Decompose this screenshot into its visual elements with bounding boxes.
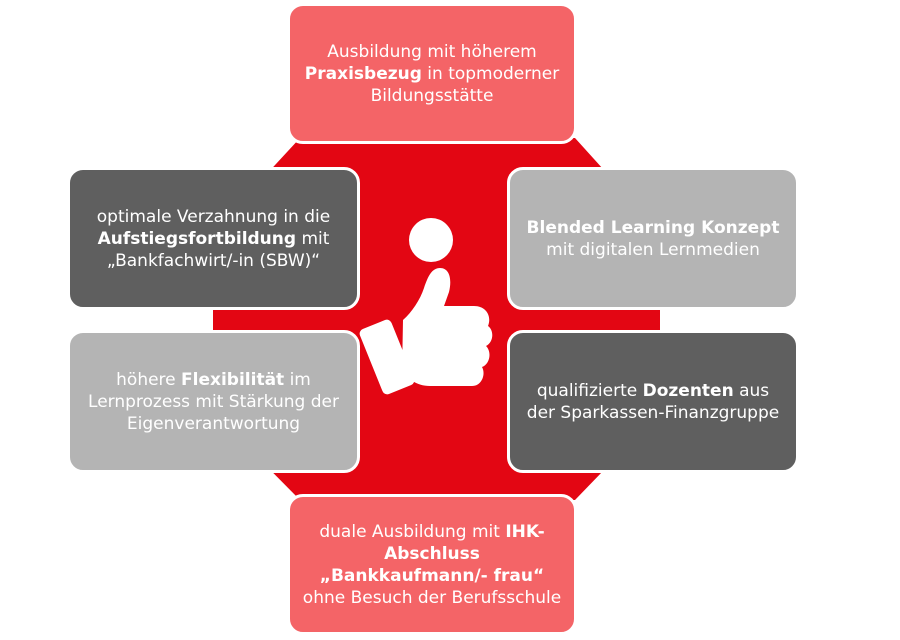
text-part: höhere bbox=[116, 369, 182, 390]
bold-keyword: Blended Learning Konzept bbox=[526, 217, 780, 238]
benefit-text-aufstiegsfortbildung: optimale Verzahnung in die Aufstiegsfort… bbox=[82, 206, 345, 272]
thumbs-up-icon bbox=[359, 218, 493, 395]
benefit-text-ihk-abschluss: duale Ausbildung mit IHK-Abschluss „Bank… bbox=[302, 521, 562, 609]
text-part: optimale Verzahnung in die bbox=[96, 206, 331, 227]
thumbs-up-icon-hand bbox=[402, 268, 493, 386]
text-part: mit „Bankfachwirt/-in (SBW)“ bbox=[106, 228, 330, 271]
benefit-text-flexibilitaet: höhere Flexibilität im Lernprozess mit S… bbox=[82, 369, 345, 435]
benefit-text-dozenten: qualifizierte Dozenten aus der Sparkasse… bbox=[522, 380, 784, 424]
benefit-box-flexibilitaet: höhere Flexibilität im Lernprozess mit S… bbox=[67, 330, 360, 473]
bold-keyword: Praxisbezug bbox=[304, 63, 422, 84]
text-part: ohne Besuch der Berufsschule bbox=[302, 587, 562, 608]
benefit-text-blended-learning: Blended Learning Konzept mit digitalen L… bbox=[522, 217, 784, 261]
benefit-box-praxisbezug: Ausbildung mit höherem Praxisbezug in to… bbox=[287, 3, 577, 144]
bold-keyword: Dozenten bbox=[642, 380, 734, 401]
text-part: in topmoderner Bildungsstätte bbox=[370, 63, 560, 106]
benefit-box-blended-learning: Blended Learning Konzept mit digitalen L… bbox=[507, 167, 799, 310]
text-part: qualifizierte bbox=[536, 380, 643, 401]
thumbs-up-icon-dot bbox=[409, 218, 453, 262]
text-part: duale Ausbildung mit bbox=[319, 521, 506, 542]
benefit-box-dozenten: qualifizierte Dozenten aus der Sparkasse… bbox=[507, 330, 799, 473]
text-part: im Lernprozess mit Stärkung der Eigenver… bbox=[88, 369, 339, 434]
text-part: aus der Sparkassen-Finanzgruppe bbox=[526, 380, 780, 423]
bold-keyword: Flexibilität bbox=[181, 369, 285, 390]
bold-keyword: IHK-Abschluss „Bankkaufmann/- frau“ bbox=[319, 521, 545, 586]
text-part: mit digitalen Lernmedien bbox=[546, 239, 760, 260]
thumbs-up-icon-cuff bbox=[359, 319, 415, 395]
text-part: Ausbildung mit höherem bbox=[327, 41, 537, 62]
benefit-box-aufstiegsfortbildung: optimale Verzahnung in die Aufstiegsfort… bbox=[67, 167, 360, 310]
bold-keyword: Aufstiegsfortbildung bbox=[97, 228, 297, 249]
benefit-text-praxisbezug: Ausbildung mit höherem Praxisbezug in to… bbox=[302, 41, 562, 107]
benefit-box-ihk-abschluss: duale Ausbildung mit IHK-Abschluss „Bank… bbox=[287, 494, 577, 635]
